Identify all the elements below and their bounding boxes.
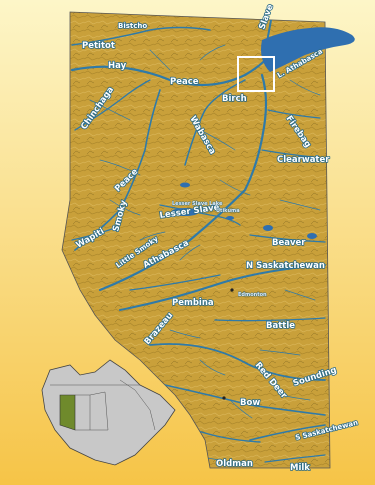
alberta-land [61,11,331,469]
label-petitot: Petitot [82,41,115,51]
label-bow: Bow [240,398,260,408]
lesser-slave-lake [171,208,199,216]
label-clearwater: Clearwater [277,155,330,165]
label-birch: Birch [222,94,247,104]
city-edmonton-dot [230,288,234,292]
label-faint-lake-3: Edmonton [238,292,267,298]
label-beaver: Beaver [272,238,306,248]
label-peace: Peace [170,77,199,87]
label-faint-lake-1: Lesser Slave Lake [172,201,223,207]
river-network [70,14,326,463]
label-n-saskatchewan: N Saskatchewan [246,261,325,271]
lake-small-1 [180,182,190,188]
lake-small-3 [307,233,317,239]
label-battle: Battle [266,321,295,331]
label-pembina: Pembina [172,298,214,308]
canada-inset [41,359,176,466]
lake-athabasca [261,27,355,72]
city-calgary-dot [222,396,226,400]
label-bistcho: Bistcho [118,22,147,30]
label-milk: Milk [290,463,310,473]
label-hay: Hay [108,61,127,71]
lake-small-4 [226,216,234,220]
label-oldman: Oldman [216,459,253,469]
label-faint-lake-2: Utikuma [216,208,240,214]
lakes [171,27,355,239]
lake-small-2 [263,225,273,231]
highlight-box [237,56,275,92]
city-markers [222,288,234,400]
